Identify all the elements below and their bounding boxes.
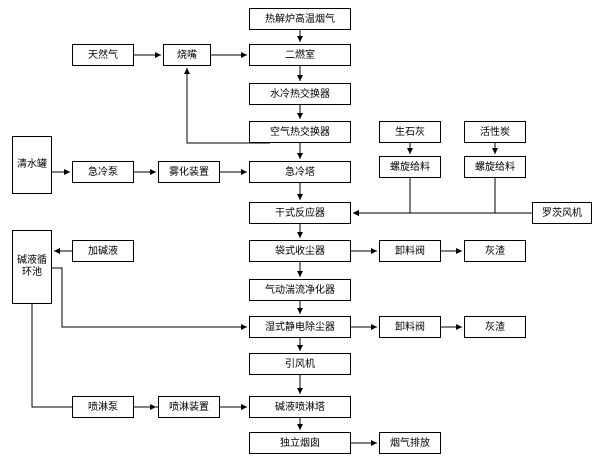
node-bag-filter: 袋式收尘器 [249, 240, 351, 262]
node-alkali-spray-tower: 碱液喷淋塔 [249, 396, 351, 418]
node-quicklime: 生石灰 [379, 121, 441, 143]
node-secondary-chamber: 二燃室 [249, 44, 351, 66]
node-dry-reactor: 干式反应器 [249, 202, 351, 224]
node-ash-residue-2: 灰渣 [464, 316, 526, 338]
node-alkali-circulation-pool: 碱液循环池 [12, 230, 52, 304]
node-burner: 烧嘴 [163, 44, 211, 66]
node-quench-pump: 急冷泵 [72, 161, 134, 183]
node-activated-carbon: 活性炭 [464, 121, 526, 143]
node-ash-residue-1: 灰渣 [464, 240, 526, 262]
node-screw-feeder-carbon: 螺旋给料 [464, 156, 526, 178]
node-discharge-valve-2: 卸料阀 [379, 316, 441, 338]
node-natural-gas: 天然气 [72, 44, 134, 66]
node-roots-blower: 罗茨风机 [532, 202, 592, 224]
node-air-exchanger: 空气热交换器 [249, 121, 351, 143]
node-atomizing-device: 雾化装置 [158, 161, 220, 183]
node-quench-tower: 急冷塔 [249, 161, 351, 183]
node-induced-draft-fan: 引风机 [249, 353, 351, 375]
node-clean-water-tank: 清水罐 [12, 136, 52, 194]
node-spray-device: 喷淋装置 [158, 396, 220, 418]
node-spray-pump: 喷淋泵 [72, 396, 134, 418]
node-flue-gas-emission: 烟气排放 [379, 432, 441, 454]
node-water-cooled-exchanger: 水冷热交换器 [249, 83, 351, 105]
node-discharge-valve-1: 卸料阀 [379, 240, 441, 262]
node-add-alkali: 加碱液 [72, 240, 134, 262]
node-screw-feeder-lime: 螺旋给料 [379, 156, 441, 178]
node-wet-electrostatic-precipitator: 湿式静电除尘器 [249, 316, 351, 338]
node-independent-chimney: 独立烟囱 [249, 432, 351, 454]
node-heat-flue-gas: 热解炉高温烟气 [249, 8, 351, 30]
node-pneumatic-turbulent-scrubber: 气动湍流净化器 [249, 279, 351, 301]
